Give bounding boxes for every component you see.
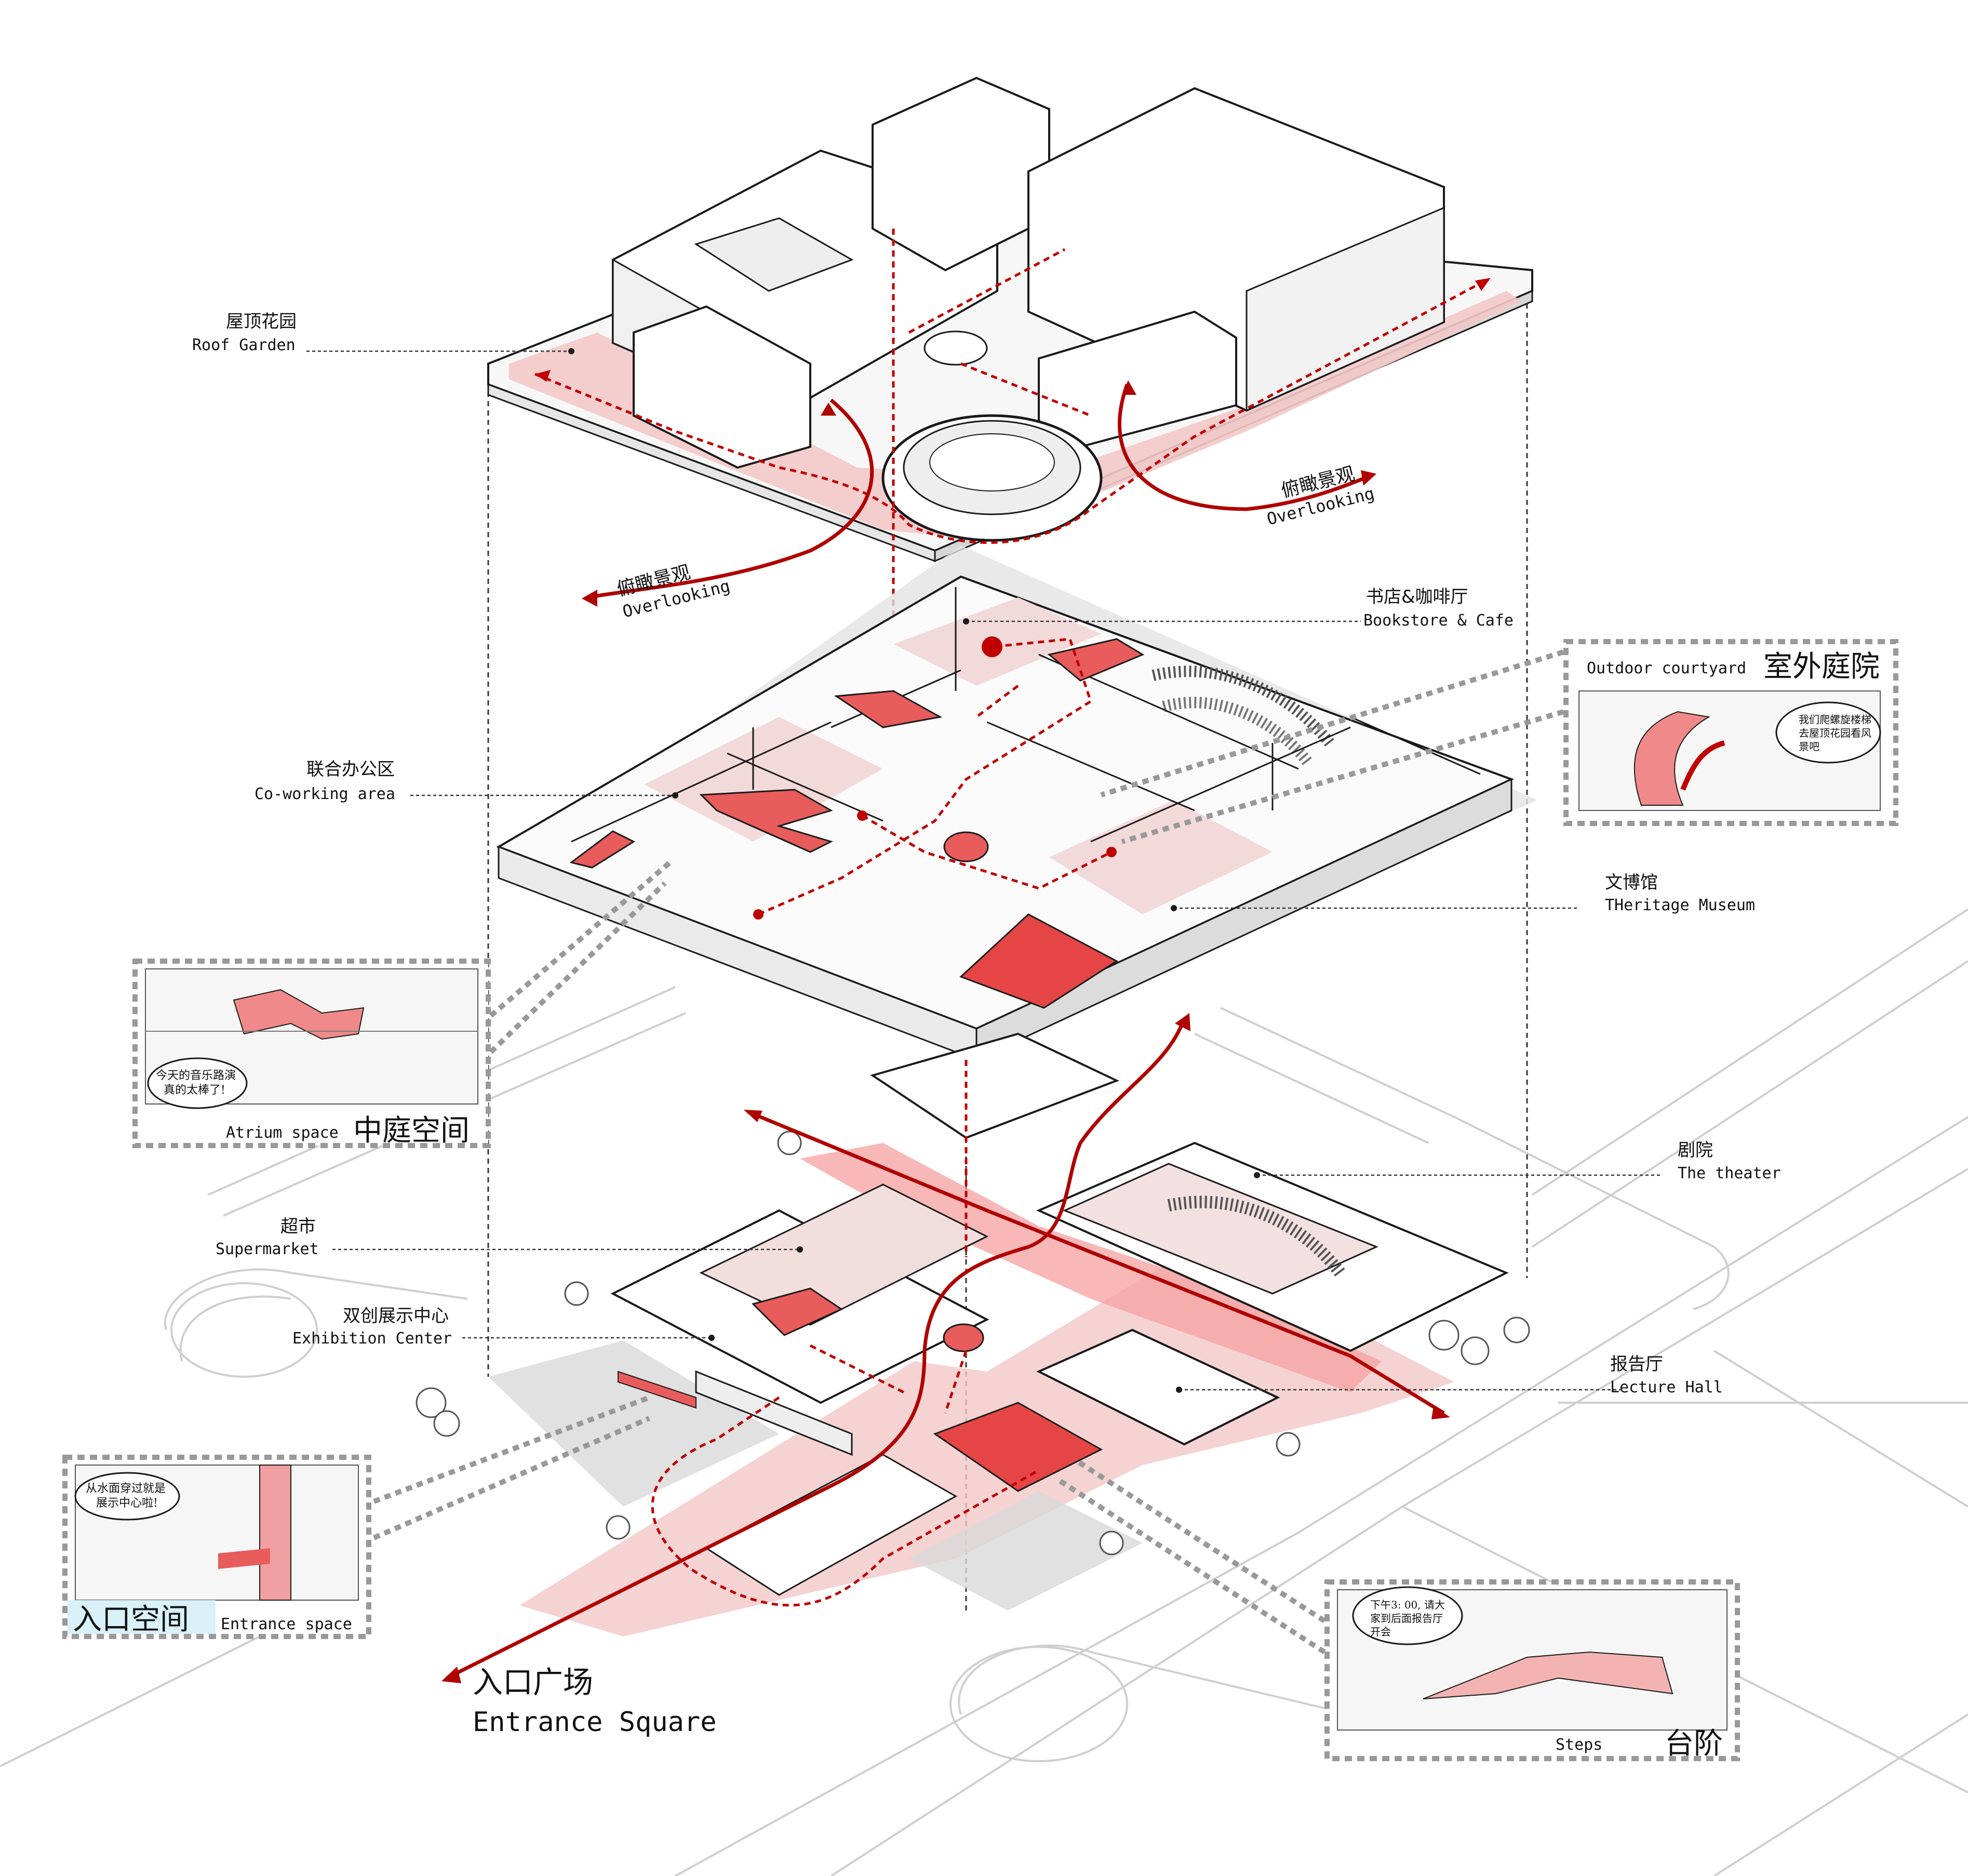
inset-atrium: 今天的音乐路演 真的太棒了! Atrium space 中庭空间 (132, 959, 491, 1148)
theater-en: The theater (1678, 1164, 1781, 1182)
entrance-square-en: Entrance Square (473, 1707, 717, 1738)
steps-speech-bubble (1352, 1586, 1463, 1645)
exhibition-label: 双创展示中心 Exhibition Center (292, 1306, 452, 1348)
coworking-en: Co-working area (255, 785, 395, 803)
middle-path-nodes (753, 810, 1117, 920)
bookstore-label: 书店&咖啡厅 Bookstore & Cafe (1363, 587, 1514, 630)
lecture-en: Lecture Hall (1610, 1378, 1723, 1396)
entrance-square-label: 入口广场 Entrance Square (473, 1665, 717, 1738)
entrance-speech-bubble (74, 1472, 180, 1521)
inset-entrance-space: 从水面穿过就是 展示中心啦! 入口空间 Entrance space (62, 1455, 371, 1639)
overlooking-arrowheads (582, 380, 1376, 607)
entrance-square-cn: 入口广场 (473, 1665, 593, 1700)
atrium-title-cn: 中庭空间 (353, 1114, 470, 1148)
ground-main-arrow-paths (446, 1017, 1445, 1680)
theater-label: 剧院 The theater (1678, 1140, 1781, 1182)
steps-title-cn: 台阶 (1665, 1727, 1723, 1761)
entrance-title-en: Entrance space (221, 1615, 352, 1633)
lecture-label: 报告厅 Lecture Hall (1610, 1354, 1723, 1396)
inset-steps: 下午3: 00, 请大 家到后面报告厅 开会 Steps 台阶 (1324, 1579, 1740, 1761)
atrium-speech-bubble (147, 1057, 248, 1109)
entrance-bubble-line2: 展示中心啦! (96, 1497, 158, 1510)
leader-lines (306, 350, 1662, 1391)
middle-level (496, 545, 1537, 1061)
museum-label: 文博馆 THeritage Museum (1605, 872, 1755, 914)
lecture-cn: 报告厅 (1610, 1354, 1663, 1375)
steps-bubble-line2: 家到后面报告厅 (1370, 1612, 1443, 1625)
ground-main-arrowheads (441, 1013, 1450, 1683)
bookstore-cn: 书店&咖啡厅 (1366, 587, 1468, 607)
courtyard-title-cn: 室外庭院 (1763, 650, 1880, 684)
roof-garden-label: 屋顶花园 Roof Garden (192, 311, 297, 354)
roof-garden-cn: 屋顶花园 (226, 311, 297, 332)
bookstore-en: Bookstore & Cafe (1363, 611, 1514, 630)
ground-circulation-dashed (651, 1060, 1040, 1607)
steps-bubble-line1: 下午3: 00, 请大 (1370, 1599, 1445, 1611)
overlooking-arrows (586, 383, 1372, 600)
museum-cn: 文博馆 (1605, 872, 1658, 893)
atrium-bubble-line1: 今天的音乐路演 (156, 1069, 236, 1082)
roof-garden-en: Roof Garden (192, 336, 296, 354)
theater-cn: 剧院 (1678, 1140, 1713, 1161)
steps-title-en: Steps (1556, 1736, 1602, 1754)
inset-connectors (373, 649, 1564, 1655)
exhibition-cn: 双创展示中心 (343, 1306, 449, 1326)
atrium-bubble-line2: 真的太棒了! (164, 1084, 225, 1097)
courtyard-bubble-line3: 景吧 (1799, 740, 1819, 753)
courtyard-bubble-line1: 我们爬螺旋楼梯 (1799, 713, 1871, 726)
entrance-title-cn: 入口空间 (73, 1603, 189, 1636)
courtyard-speech-bubble (1775, 701, 1881, 764)
atrium-title-en: Atrium space (226, 1124, 339, 1142)
overlook-left-label: 俯瞰景观 Overlooking (615, 562, 732, 621)
middle-circulation-path (757, 637, 1113, 916)
exhibition-en: Exhibition Center (292, 1329, 452, 1348)
roof-circulation-arrows (535, 278, 1491, 382)
supermarket-label: 超市 Supermarket (216, 1216, 319, 1258)
courtyard-title-en: Outdoor courtyard (1587, 659, 1746, 677)
entrance-bubble-line1: 从水面穿过就是 (86, 1482, 166, 1495)
supermarket-cn: 超市 (280, 1216, 316, 1237)
coworking-label: 联合办公区 Co-working area (255, 759, 395, 803)
roof-level (487, 76, 1533, 563)
coworking-cn: 联合办公区 (306, 759, 395, 780)
leader-dots (568, 348, 1260, 1393)
inset-outdoor-courtyard: Outdoor courtyard 室外庭院 我们爬螺旋楼梯 去屋顶花园看风 景… (1563, 639, 1898, 826)
museum-en: THeritage Museum (1605, 896, 1755, 914)
courtyard-bubble-line2: 去屋顶花园看风 (1799, 727, 1871, 739)
supermarket-en: Supermarket (216, 1240, 319, 1258)
projection-lines (487, 275, 1528, 1611)
ground-level (416, 1032, 1530, 1636)
steps-bubble-line3: 开会 (1370, 1626, 1391, 1638)
